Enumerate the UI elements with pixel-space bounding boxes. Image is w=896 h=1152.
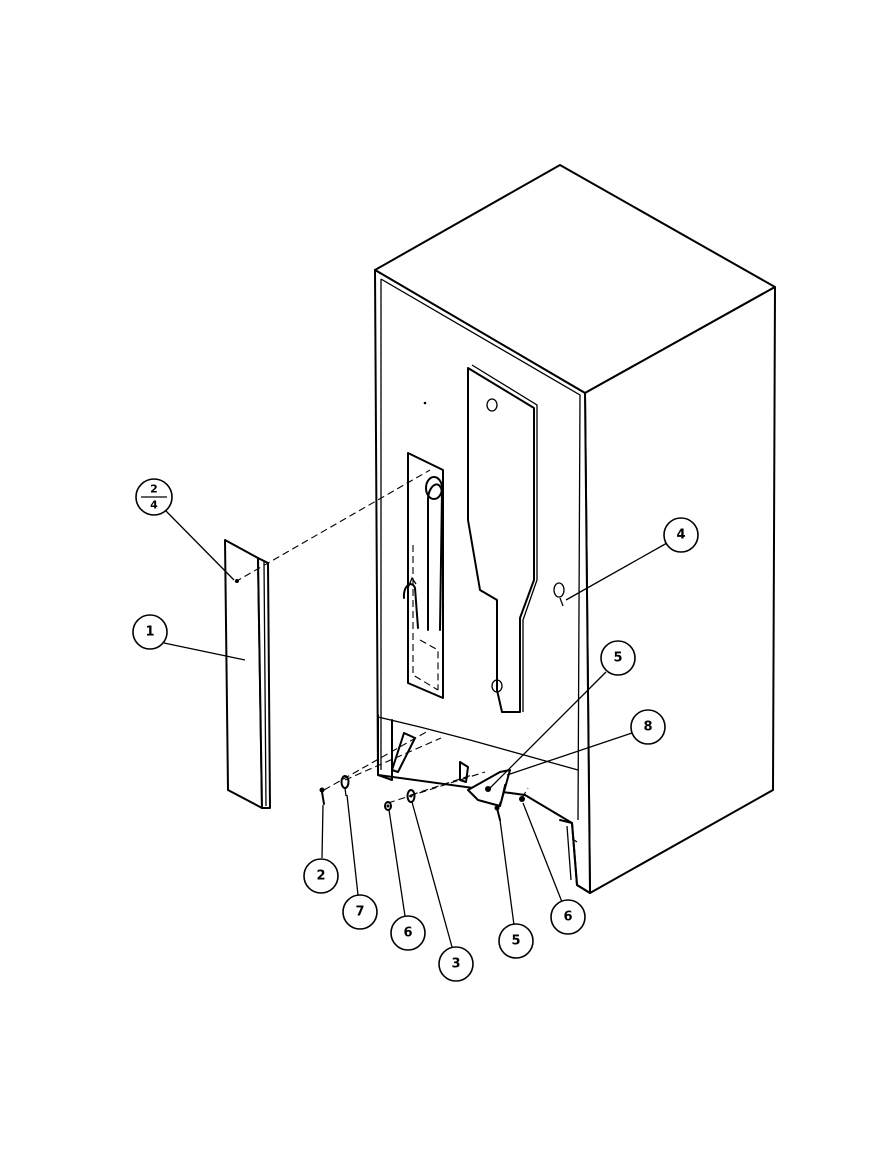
callout-3: 3 [438, 946, 474, 982]
back-screw-shank [559, 597, 564, 607]
callout-5-lower-label: 5 [511, 934, 520, 949]
leader-6a [388, 809, 406, 917]
callout-5-lower: 5 [498, 923, 534, 959]
leader-1 [163, 642, 246, 661]
leader-5b [499, 819, 515, 926]
leader-5a [489, 671, 607, 789]
callout-7-label: 7 [355, 905, 364, 920]
side-panel-front [224, 539, 263, 809]
nut-6b [519, 796, 525, 802]
callout-2-label: 2 [316, 869, 325, 884]
cover-plate-hole-top [486, 398, 498, 412]
leader-4 [565, 542, 668, 601]
cabinet [374, 164, 776, 894]
callout-6-left: 6 [390, 915, 426, 951]
callout-6-right: 6 [550, 899, 586, 935]
callout-6-left-label: 6 [403, 926, 412, 941]
leader-6b [522, 802, 563, 903]
callout-3-label: 3 [451, 957, 460, 972]
callout-4-label: 4 [676, 528, 685, 543]
cover-plate [467, 367, 535, 713]
assembly-line-c [387, 771, 486, 804]
cabinet-bottom-skirt [377, 716, 579, 771]
leg-detail [573, 839, 578, 843]
leader-2 [321, 804, 324, 859]
assembly-line-a [323, 730, 429, 791]
callout-7: 7 [342, 894, 378, 930]
assembly-line-b [344, 737, 442, 781]
tube-channel-inner2 [419, 639, 439, 690]
callout-4: 4 [663, 517, 699, 553]
callout-8: 8 [630, 709, 666, 745]
callout-2: 2 [303, 858, 339, 894]
nut-6a [384, 801, 392, 811]
tube-channel [407, 452, 444, 699]
callout-5-upper: 5 [600, 640, 636, 676]
leader-7 [346, 794, 359, 896]
callout-2-4-denominator: 4 [150, 499, 158, 512]
back-panel-edge [380, 278, 581, 821]
leader-24 [164, 509, 235, 581]
side-panel [224, 539, 271, 809]
hook-tip [407, 576, 417, 589]
callout-1: 1 [132, 614, 168, 650]
side-panel-edge [257, 557, 271, 809]
leg-edge [566, 825, 572, 881]
drain-tube-loop [425, 476, 443, 500]
callout-6-right-label: 6 [563, 910, 572, 925]
tube-channel-inner [412, 545, 439, 691]
screw-5 [494, 805, 501, 821]
leader-lines [163, 509, 668, 948]
callout-8-label: 8 [643, 720, 652, 735]
assembly-line-e [497, 789, 506, 809]
leader-3 [411, 801, 453, 948]
callout-1-label: 1 [145, 625, 154, 640]
callout-2-4: 2 4 [135, 478, 173, 516]
side-panel-edge-line [263, 561, 267, 807]
cabinet-side [584, 286, 776, 894]
callout-5-upper-label: 5 [613, 651, 622, 666]
cabinet-bottom-left-leg [377, 714, 393, 781]
washer-3 [406, 789, 416, 803]
back-screw-icon [553, 582, 565, 598]
washer-7 [340, 775, 350, 797]
bracket-hole [485, 786, 491, 792]
mark-dot [423, 401, 427, 405]
cover-plate-hole-bottom [491, 679, 503, 693]
cabinet-bottom-right-leg [559, 819, 591, 894]
screw-2 [319, 787, 325, 805]
assembly-line-panel [234, 469, 431, 583]
leader-8 [506, 732, 633, 776]
callout-2-4-numerator: 2 [150, 483, 158, 496]
cover-plate-shadow [471, 364, 538, 712]
